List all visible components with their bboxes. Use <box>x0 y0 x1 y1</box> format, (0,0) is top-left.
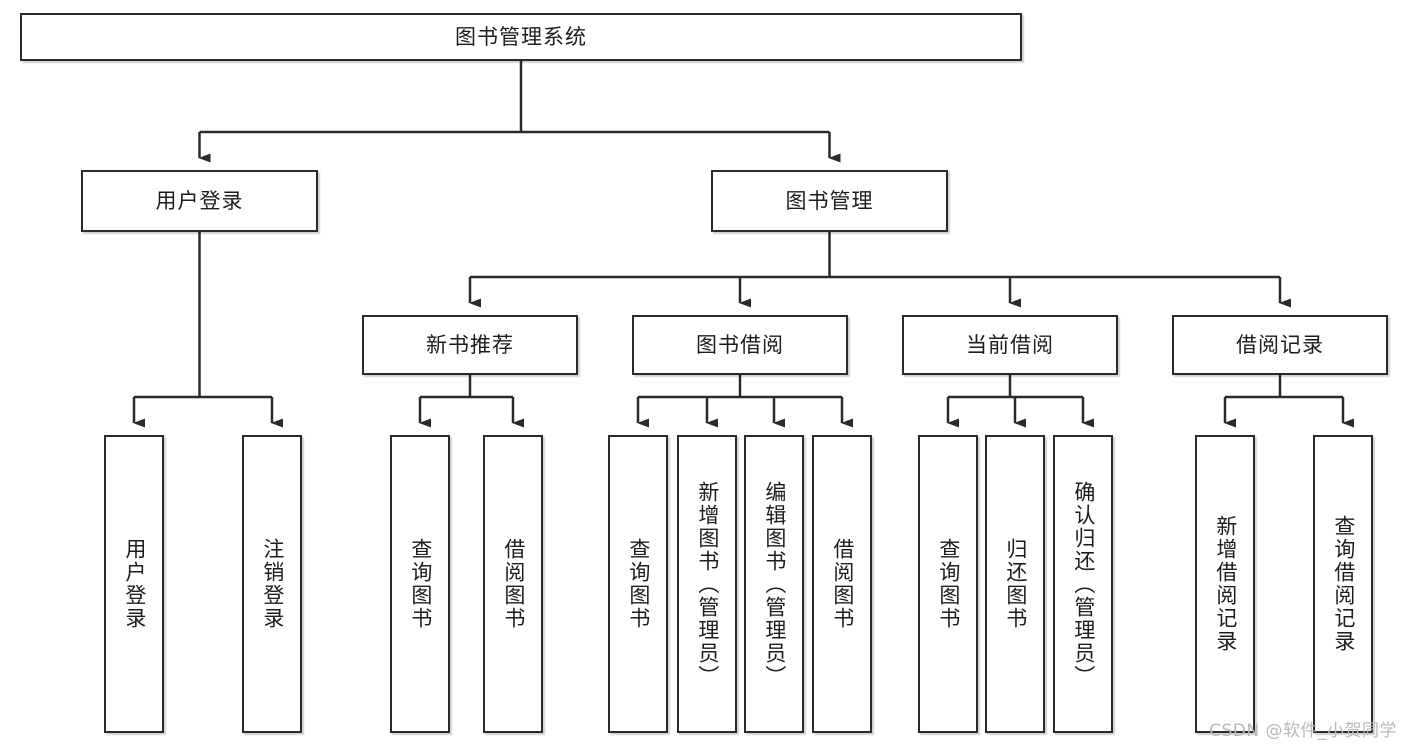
node-newbook[interactable]: 新书推荐 <box>362 315 578 375</box>
node-label: 查询图书 <box>626 538 651 630</box>
node-records[interactable]: 借阅记录 <box>1172 315 1388 375</box>
node-leaf4[interactable]: 借阅图书 <box>483 435 543 733</box>
node-leaf5[interactable]: 查询图书 <box>608 435 668 733</box>
node-label: 借阅图书 <box>830 538 855 630</box>
node-label: 查询图书 <box>408 538 433 630</box>
node-label: 归还图书 <box>1003 538 1028 630</box>
node-root[interactable]: 图书管理系统 <box>20 13 1022 61</box>
node-current[interactable]: 当前借阅 <box>902 315 1118 375</box>
node-leaf9[interactable]: 查询图书 <box>918 435 978 733</box>
node-label: 查询图书 <box>936 538 961 630</box>
node-label: 图书管理系统 <box>455 24 587 49</box>
node-label: 编辑图书（管理员） <box>762 480 787 688</box>
node-label: 图书管理 <box>785 188 874 213</box>
node-leaf7[interactable]: 编辑图书（管理员） <box>744 435 804 733</box>
node-label: 当前借阅 <box>966 332 1054 357</box>
node-leaf13[interactable]: 查询借阅记录 <box>1313 435 1373 733</box>
node-leaf3[interactable]: 查询图书 <box>390 435 450 733</box>
node-label: 用户登录 <box>155 188 244 213</box>
node-leaf12[interactable]: 新增借阅记录 <box>1195 435 1255 733</box>
node-login[interactable]: 用户登录 <box>81 170 318 232</box>
node-leaf11[interactable]: 确认归还（管理员） <box>1053 435 1113 733</box>
node-label: 图书借阅 <box>696 332 784 357</box>
node-label: 新增图书（管理员） <box>695 480 720 688</box>
node-label: 借阅记录 <box>1236 332 1324 357</box>
node-label: 查询借阅记录 <box>1331 515 1356 653</box>
node-bookmgmt[interactable]: 图书管理 <box>711 170 948 232</box>
node-leaf8[interactable]: 借阅图书 <box>812 435 872 733</box>
node-leaf2[interactable]: 注销登录 <box>242 435 302 733</box>
watermark-label: CSDN @软件_小贺同学 <box>1209 721 1397 741</box>
node-leaf1[interactable]: 用户登录 <box>104 435 164 733</box>
node-leaf6[interactable]: 新增图书（管理员） <box>677 435 737 733</box>
node-leaf10[interactable]: 归还图书 <box>985 435 1045 733</box>
node-label: 用户登录 <box>122 538 147 630</box>
node-label: 新书推荐 <box>426 332 514 357</box>
node-label: 注销登录 <box>260 538 285 630</box>
node-label: 借阅图书 <box>501 538 526 630</box>
node-borrow[interactable]: 图书借阅 <box>632 315 848 375</box>
node-label: 新增借阅记录 <box>1213 515 1238 653</box>
node-label: 确认归还（管理员） <box>1071 480 1096 688</box>
